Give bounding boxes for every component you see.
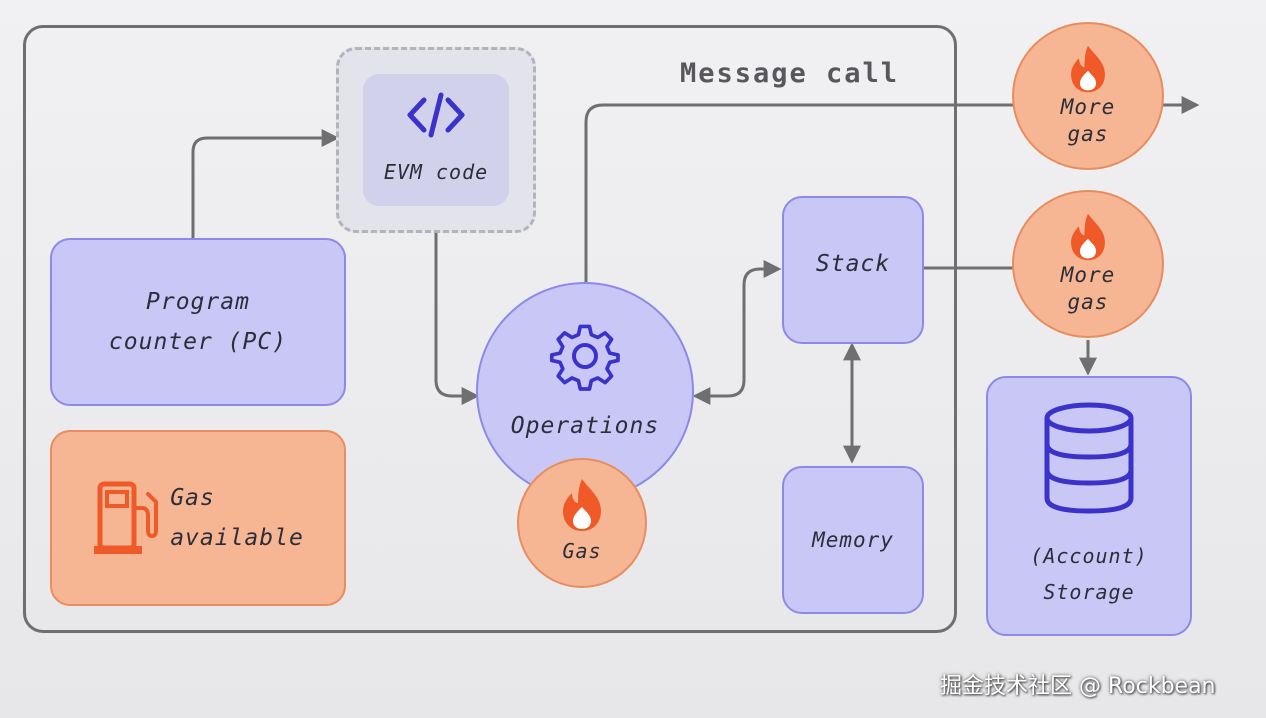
memory-box: Memory (782, 466, 924, 614)
operations-label: Operations (510, 413, 660, 439)
arrow-operations-stack (692, 260, 782, 405)
more-gas-top-node: More gas (1012, 22, 1164, 170)
evm-code-label: EVM code (383, 160, 489, 184)
watermark-text: 掘金技术社区 @ Rockbean (940, 674, 1216, 699)
arrow-evm-code-to-operations (434, 232, 480, 405)
arrow-pc-to-evm-code (191, 129, 340, 240)
flame-icon (1071, 45, 1105, 93)
flame-icon (563, 479, 601, 531)
storage-box: (Account) Storage (986, 376, 1192, 636)
stack-label: Stack (815, 251, 891, 277)
more-gas-bottom-node: More gas (1012, 190, 1164, 338)
evm-code-box: EVM code (336, 47, 536, 233)
more-gas-bottom-label: More gas (1060, 263, 1116, 314)
code-icon (407, 92, 465, 138)
arrow-message-call (584, 96, 1200, 282)
message-call-label: Message call (680, 58, 900, 89)
memory-label: Memory (812, 527, 894, 552)
program-counter-label: Program counter (PC) (108, 289, 288, 355)
gear-icon (549, 324, 620, 391)
database-icon (1044, 402, 1134, 514)
gas-available-label: Gas available (170, 485, 304, 551)
flame-icon (1071, 213, 1105, 261)
storage-label: (Account) Storage (1030, 544, 1148, 604)
stack-box: Stack (782, 196, 924, 344)
more-gas-top-label: More gas (1060, 95, 1116, 146)
evm-frame (23, 25, 957, 633)
gas-available-box: Gas available (50, 430, 346, 606)
fuel-pump-icon (94, 481, 159, 554)
gas-node: Gas (517, 458, 647, 588)
gas-label: Gas (562, 539, 602, 563)
program-counter-box: Program counter (PC) (50, 238, 346, 406)
